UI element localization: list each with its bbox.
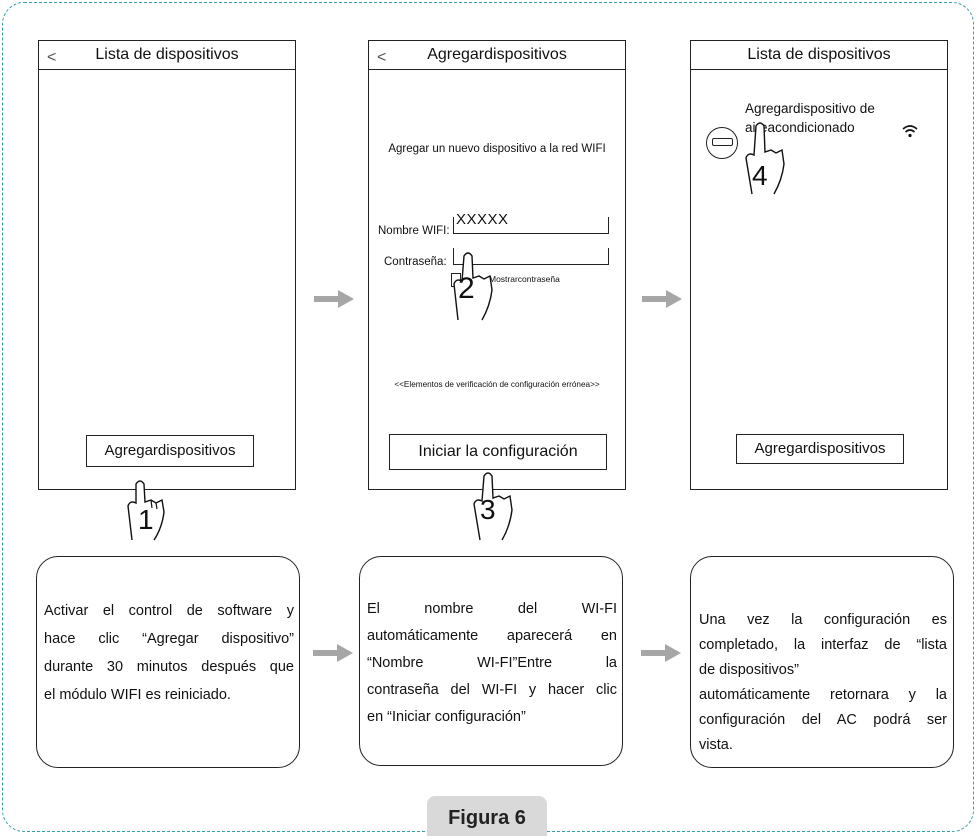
step-number: 4 xyxy=(752,160,768,191)
wifi-name-value: XXXXX xyxy=(456,211,509,228)
screen-title: Lista de dispositivos xyxy=(95,46,239,63)
device-name-line2: aireacondicionado xyxy=(745,120,855,135)
description-line: “Nombre WI-FI”Entre la xyxy=(367,655,617,671)
step-number: 1 xyxy=(138,504,154,535)
description-line: Activar el control de software y xyxy=(44,603,294,619)
phone-screen-add-device: < Agregardispositivos Agregar un nuevo d… xyxy=(368,40,626,490)
description-line: automáticamente retornara y la xyxy=(699,687,947,703)
description-line: el módulo WIFI es reiniciado. xyxy=(44,687,231,703)
start-configuration-button[interactable]: Iniciar la configuración xyxy=(389,434,607,470)
tap-hand-step-2: 2 xyxy=(446,250,502,322)
figure-caption: Figura 6 xyxy=(427,796,547,836)
phone-screen-device-list-result: Lista de dispositivos Agregardispositivo… xyxy=(690,40,948,490)
description-line: configuración del AC podrá ser xyxy=(699,712,947,728)
description-line: durante 30 minutos después que xyxy=(44,659,294,675)
step-number: 3 xyxy=(480,494,496,525)
screen-title-bar: < Lista de dispositivos xyxy=(39,41,295,70)
description-box-3: Una vez la configuración es completado, … xyxy=(690,556,954,768)
tapping-hand-icon xyxy=(473,472,513,541)
tapping-hand-icon xyxy=(127,480,165,541)
description-line: Una vez la configuración es xyxy=(699,612,947,628)
wifi-signal-icon xyxy=(902,125,918,138)
add-devices-button[interactable]: Agregardispositivos xyxy=(736,434,904,464)
password-input[interactable] xyxy=(453,248,609,265)
password-label: Contraseña: xyxy=(384,256,447,268)
screen-title-bar: Lista de dispositivos xyxy=(691,41,947,70)
screen-title-bar: < Agregardispositivos xyxy=(369,41,625,70)
phone-screen-device-list: < Lista de dispositivos Agregardispositi… xyxy=(38,40,296,490)
back-chevron-icon[interactable]: < xyxy=(377,49,387,66)
description-line: de dispositivos” xyxy=(699,662,799,678)
description-line: en “Iniciar configuración” xyxy=(367,709,526,725)
add-device-heading: Agregar un nuevo dispositivo a la red WI… xyxy=(388,143,606,155)
screen-title: Agregardispositivos xyxy=(427,46,567,63)
tap-hand-step-4: 4 xyxy=(740,120,792,196)
flow-arrow-3 xyxy=(313,644,353,662)
wifi-name-label: Nombre WIFI: xyxy=(378,225,450,237)
description-line: completado, la interfaz de “lista xyxy=(699,637,947,653)
description-line: hace clic “Agregar dispositivo” xyxy=(44,631,294,647)
flow-arrow-1 xyxy=(314,290,354,308)
description-line: vista. xyxy=(699,737,733,753)
flow-arrow-2 xyxy=(642,290,682,308)
description-box-2: El nombre del WI-FI automáticamente apar… xyxy=(359,556,623,766)
step-number: 2 xyxy=(458,272,475,305)
add-devices-button[interactable]: Agregardispositivos xyxy=(86,435,254,467)
wifi-name-input[interactable]: XXXXX xyxy=(453,211,609,234)
tap-hand-step-1: 1 xyxy=(118,476,174,542)
air-conditioner-icon xyxy=(706,127,738,159)
back-chevron-icon[interactable]: < xyxy=(47,49,57,66)
device-name-line1: Agregardispositivo de xyxy=(745,101,875,116)
description-line: automáticamente aparecerá en xyxy=(367,628,617,644)
tapping-hand-icon xyxy=(453,252,493,321)
description-line: El nombre del WI-FI xyxy=(367,601,617,617)
tapping-hand-icon xyxy=(745,122,785,195)
error-check-link[interactable]: <<Elementos de verificación de configura… xyxy=(394,380,600,389)
flow-arrow-4 xyxy=(641,644,681,662)
screen-title: Lista de dispositivos xyxy=(747,46,891,63)
show-password-label: Mostrarcontraseña xyxy=(489,274,560,284)
description-line: contraseña del WI-FI y hacer clic xyxy=(367,682,617,698)
description-box-1: Activar el control de software y hace cl… xyxy=(36,556,300,768)
tap-hand-step-3: 3 xyxy=(464,468,520,542)
